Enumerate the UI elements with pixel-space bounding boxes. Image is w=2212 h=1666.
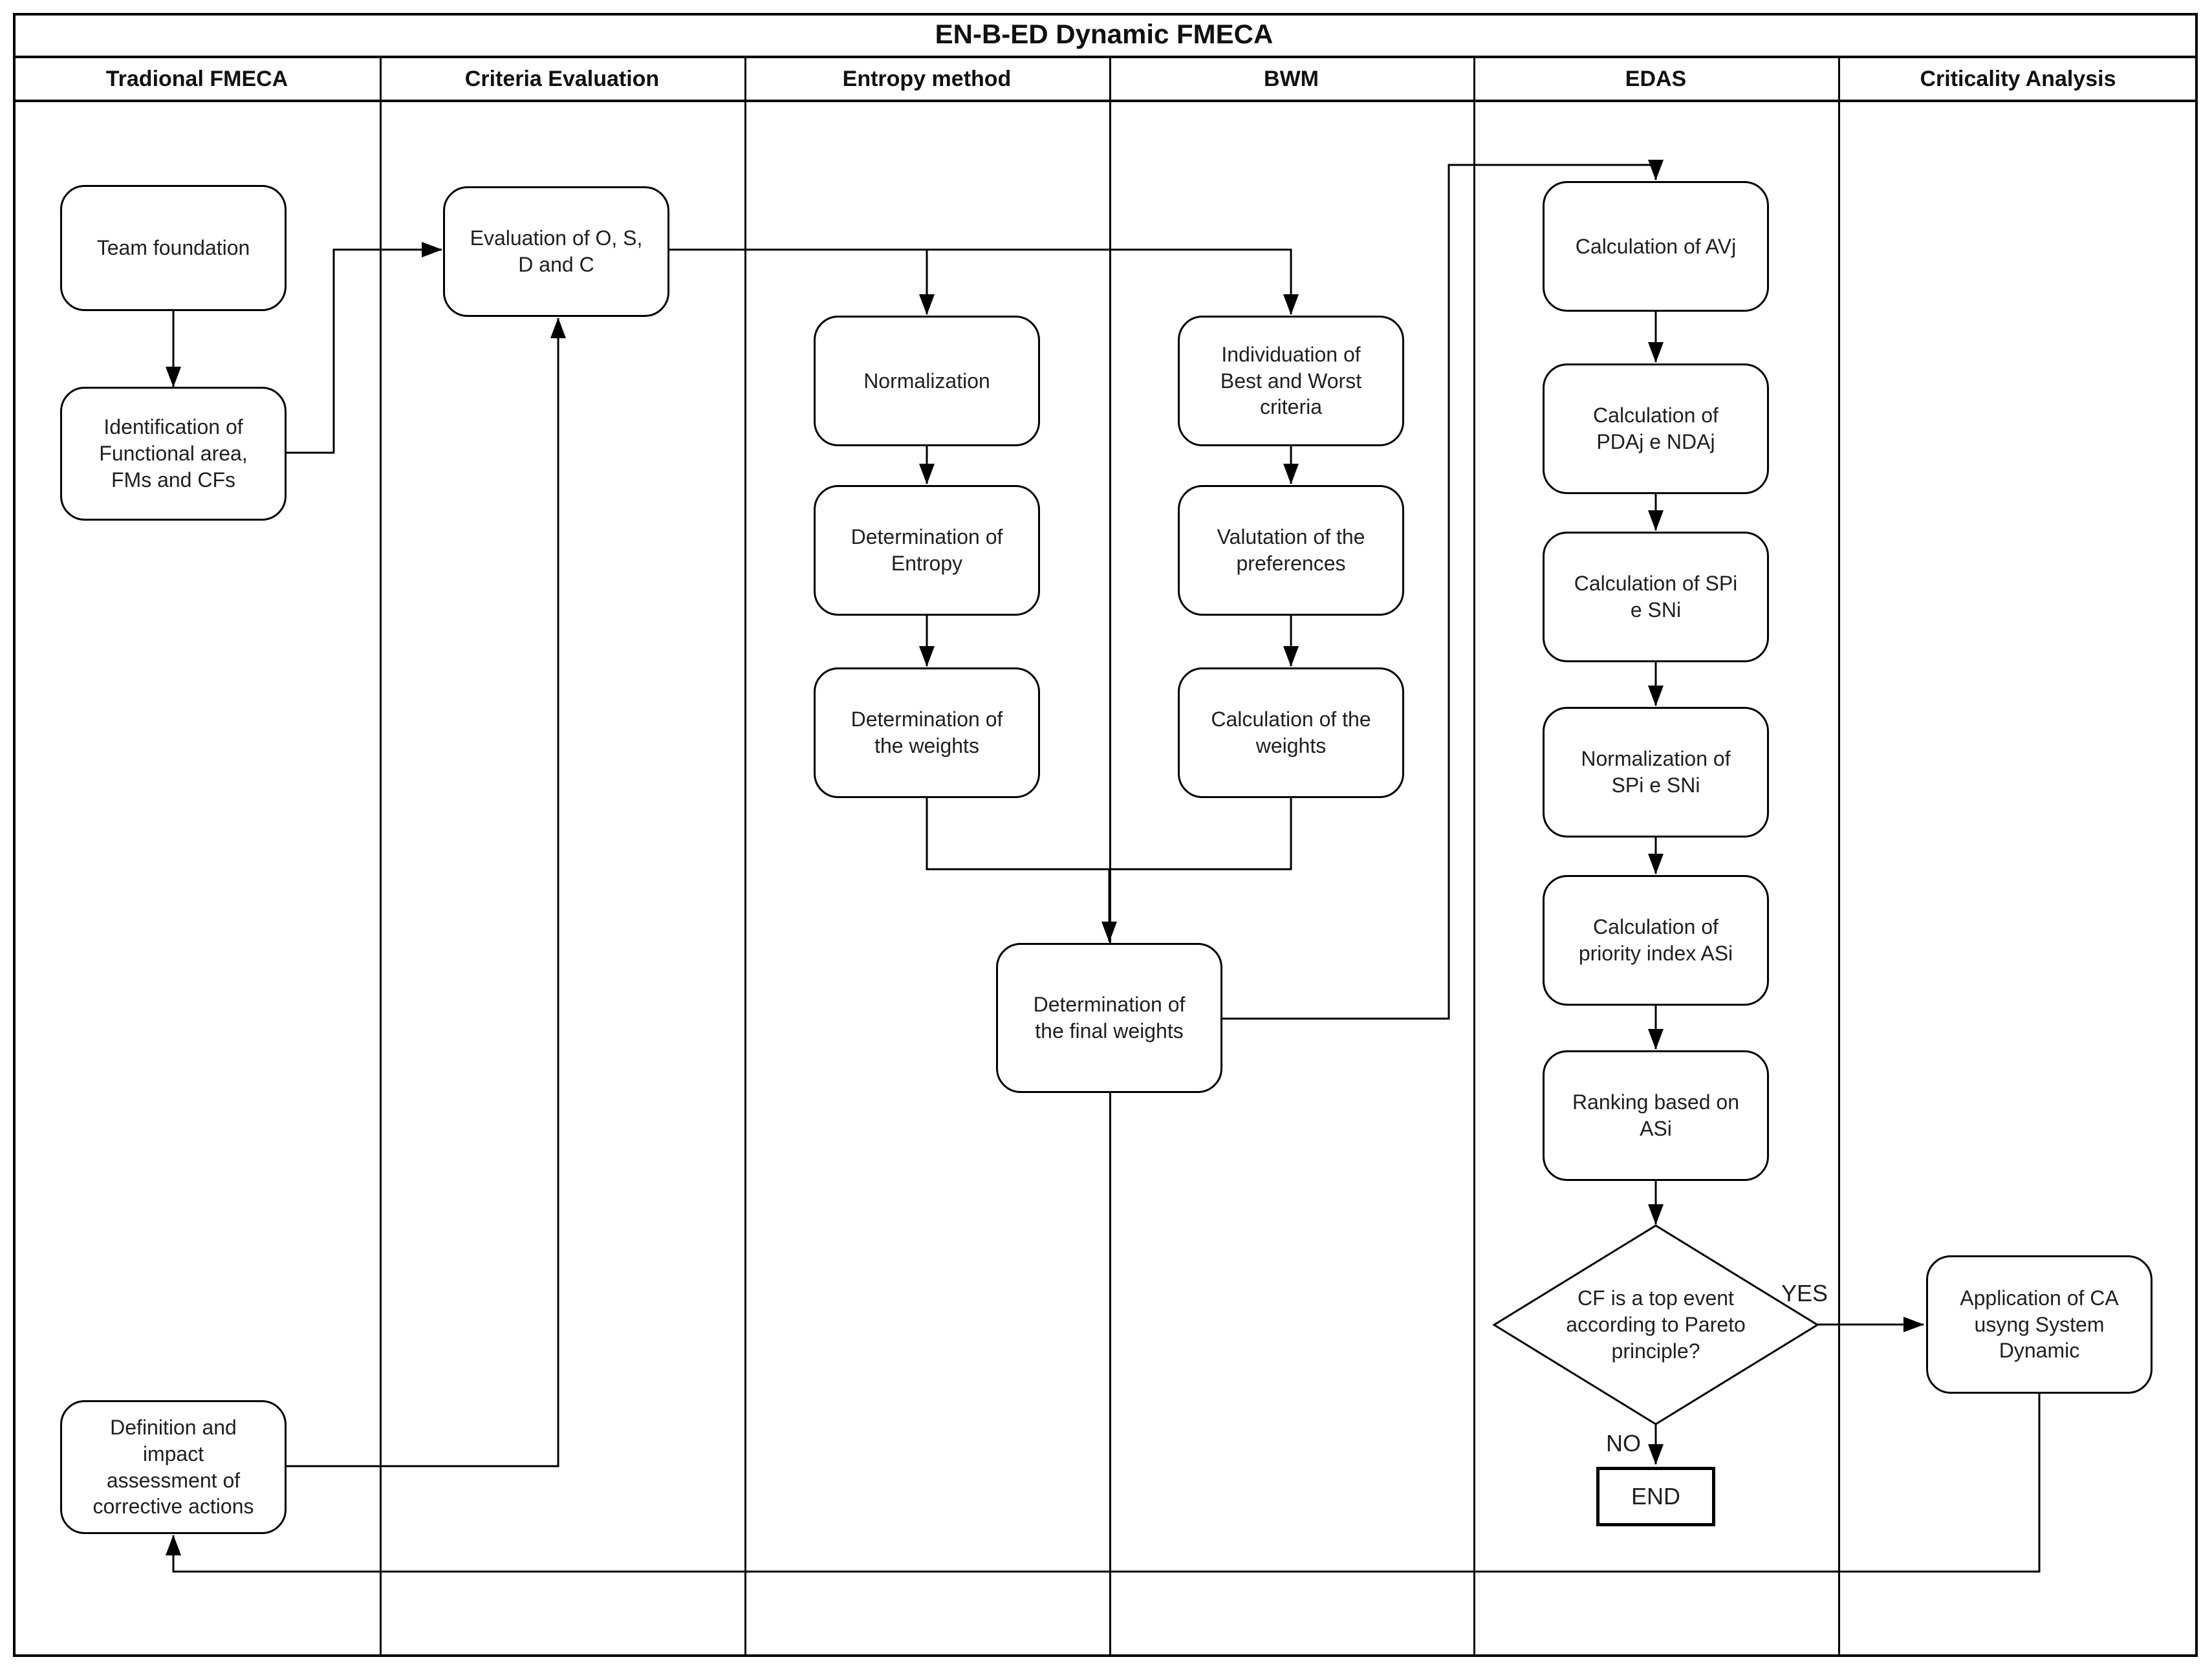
application-node: Application of CA usyng System Dynamic — [1926, 1255, 2152, 1394]
det-weights-node: Determination of the weights — [814, 667, 1040, 798]
lane-header-tradional-fmeca: Tradional FMECA — [105, 66, 288, 91]
edge-application-to-definition — [166, 1394, 2041, 1573]
calc-avj-node: Calculation of AVj — [1543, 181, 1769, 312]
edge-identification-to-evaluation — [287, 242, 442, 454]
evaluation-node: Evaluation of O, S, D and C — [443, 186, 669, 317]
norm-spi-node: Normalization of SPi e SNi — [1543, 707, 1769, 838]
lane-header-criticality-analysis: Criticality Analysis — [1920, 66, 2116, 91]
end-node: END — [1596, 1467, 1715, 1526]
calc-pda-node: Calculation of PDAj e NDAj — [1543, 363, 1769, 494]
lane-separator-4 — [1473, 58, 1475, 1654]
det-entropy-node: Determination of Entropy — [814, 485, 1040, 616]
calc-spi-node: Calculation of SPi e SNi — [1543, 532, 1769, 662]
diagram-frame — [13, 13, 2198, 1657]
diagram-title: EN-B-ED Dynamic FMECA — [13, 13, 2195, 58]
valutation-node: Valutation of the preferences — [1178, 485, 1404, 616]
lane-separator-2 — [744, 58, 746, 1654]
edge-weights-join — [926, 798, 1292, 871]
lane-header-bwm: BWM — [1264, 66, 1319, 91]
final-weights-node: Determination of the final weights — [996, 943, 1222, 1093]
calc-weights-node: Calculation of the weights — [1178, 667, 1404, 798]
lane-separator-3 — [1109, 58, 1111, 1654]
individuation-node: Individuation of Best and Worst criteria — [1178, 316, 1404, 446]
definition-node: Definition and impact assessment of corr… — [60, 1400, 287, 1534]
ranking-node: Ranking based on ASi — [1543, 1050, 1769, 1181]
edge-evaluation-to-individuation — [669, 248, 1299, 315]
edge-finalweights-to-avj — [1222, 160, 1664, 1020]
lane-separator-5 — [1838, 58, 1840, 1654]
lane-header-entropy-method: Entropy method — [842, 66, 1012, 91]
lane-header-edas: EDAS — [1625, 66, 1687, 91]
lane-header-criteria-evaluation: Criteria Evaluation — [464, 66, 660, 91]
lane-separator-1 — [380, 58, 382, 1654]
calc-asi-node: Calculation of priority index ASi — [1543, 875, 1769, 1006]
decision-label: CF is a top event according to Pareto pr… — [1566, 1286, 1746, 1363]
yes-label: YES — [1781, 1280, 1828, 1306]
identification-node: Identification of Functional area, FMs a… — [60, 387, 287, 521]
normalization-node: Normalization — [814, 316, 1040, 446]
team-foundation-node: Team foundation — [60, 185, 287, 311]
edge-definition-to-evaluation — [287, 318, 566, 1467]
no-label: NO — [1606, 1430, 1641, 1456]
lane-header-row: Tradional FMECA Criteria Evaluation Entrop… — [13, 58, 2195, 102]
